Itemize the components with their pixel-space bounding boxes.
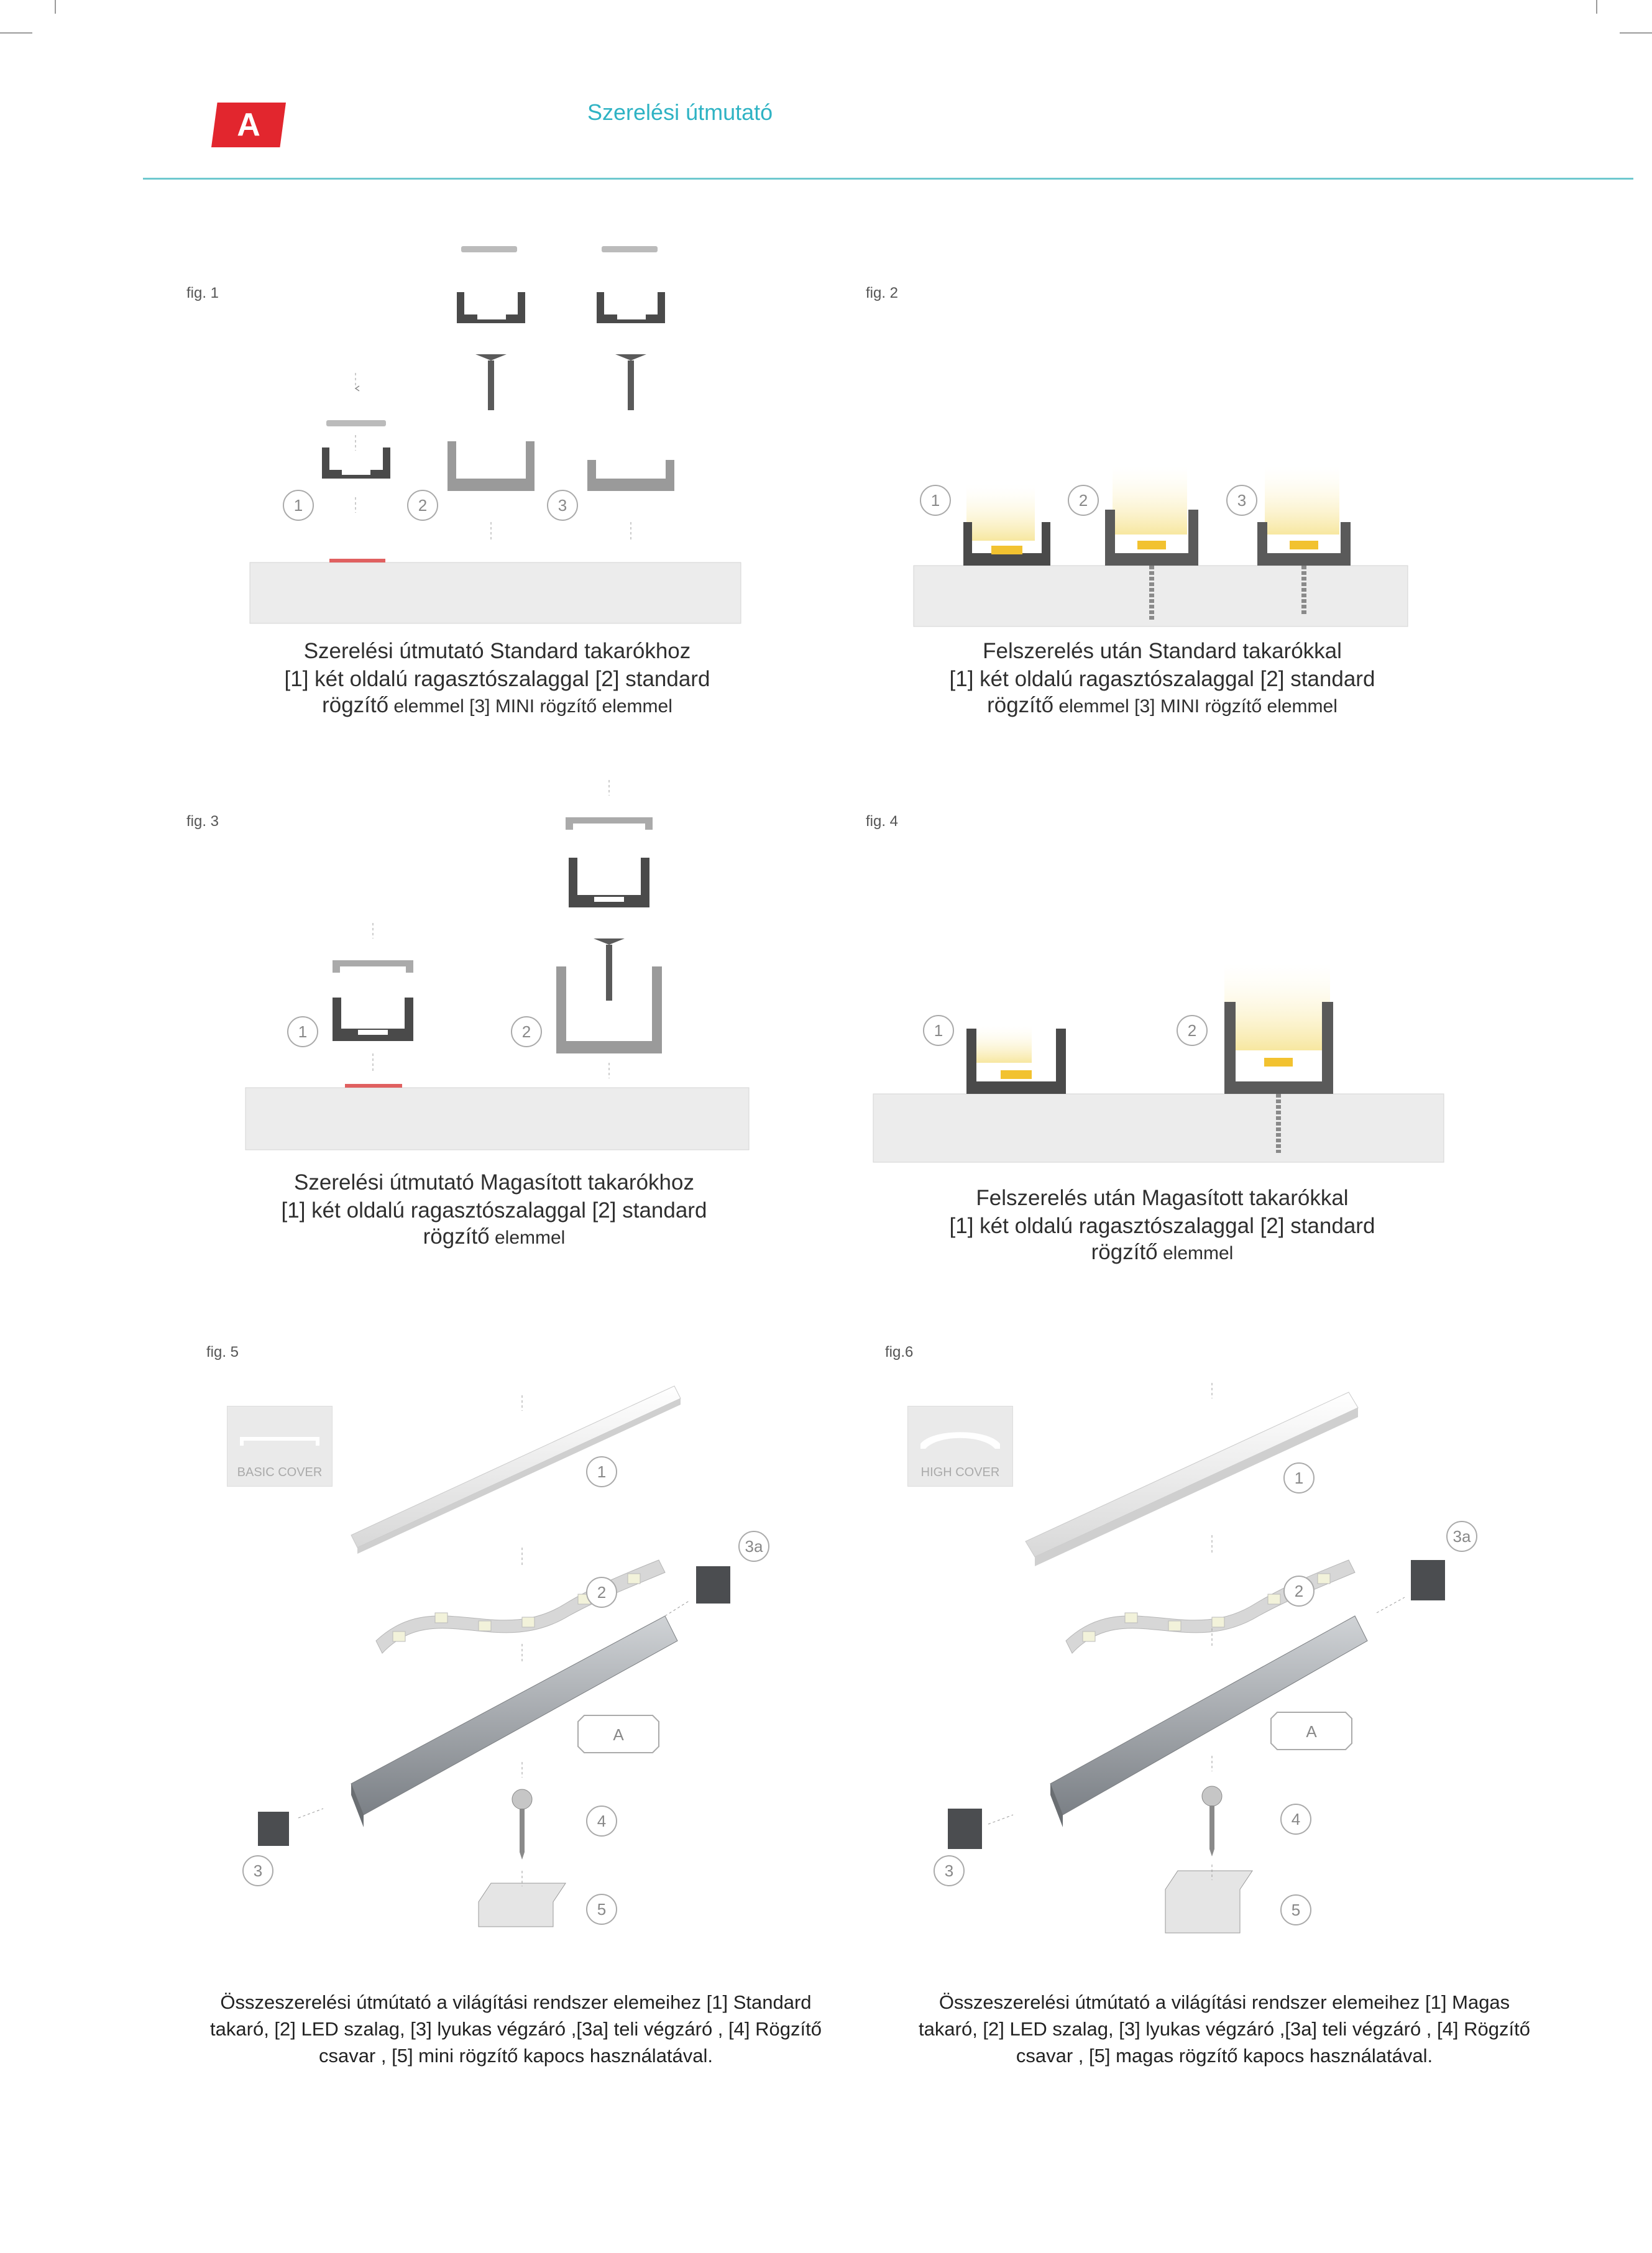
fig-1-caption: Szerelési útmutató Standard takarókhoz […	[284, 639, 710, 717]
cover-type-label: BASIC COVER	[237, 1466, 323, 1479]
fig-6-caption: Összeszerelési útmútató a világítási ren…	[919, 1991, 1530, 2067]
page-title: Szerelési útmutató	[587, 99, 773, 125]
fig-6-marker-2: 2	[1295, 1582, 1303, 1600]
fig-3-label: fig. 3	[186, 813, 219, 830]
fig-2-marker-1: 1	[931, 491, 940, 510]
crop-mark	[0, 32, 32, 34]
fig-5-marker-a: A	[613, 1725, 624, 1744]
fig-4-marker-2: 2	[1188, 1021, 1196, 1040]
fig-5-label: fig. 5	[206, 1344, 239, 1361]
fig-6-marker-3a: 3a	[1453, 1527, 1471, 1546]
fig-2-label: fig. 2	[866, 285, 899, 301]
fig-1-marker-1: 1	[294, 496, 303, 515]
fig-3-marker-1: 1	[298, 1022, 307, 1041]
header-divider	[143, 178, 1633, 180]
fig-1-marker-3: 3	[558, 496, 567, 515]
fig-6-marker-5: 5	[1292, 1901, 1300, 1919]
fig-6-marker-3: 3	[945, 1861, 953, 1880]
fig-5-marker-3: 3	[254, 1861, 262, 1880]
fig-3-marker-2: 2	[522, 1022, 531, 1041]
fig-5-caption: Összeszerelési útmútató a világítási ren…	[210, 1991, 822, 2067]
fig-5-marker-2: 2	[597, 1583, 606, 1602]
fig-5-exploded-illustration: 1 2 3a A 4 3 5	[242, 1385, 769, 1927]
fig-4-illustration: 1 2	[873, 963, 1444, 1163]
fig-6-label: fig.6	[885, 1344, 914, 1361]
fig-2-marker-2: 2	[1079, 491, 1088, 510]
cover-type-label: HIGH COVER	[920, 1466, 1000, 1479]
fig-1-illustration: 1 2 3	[249, 246, 741, 624]
fig-1-marker-2: 2	[418, 496, 427, 515]
crop-mark	[1596, 0, 1597, 14]
crop-mark	[1620, 32, 1652, 34]
fig-2-caption: Felszerelés után Standard takarókkal [1]…	[949, 639, 1375, 717]
cover-type-box: HIGH COVER	[907, 1406, 1013, 1487]
fig-3-caption: Szerelési útmutató Magasított takarókhoz…	[281, 1170, 707, 1249]
section-badge: A	[211, 103, 286, 147]
fig-2-marker-3: 3	[1237, 491, 1246, 510]
fig-5-marker-3a: 3a	[745, 1537, 763, 1556]
fig-5-marker-5: 5	[597, 1900, 606, 1919]
fig-4-caption: Felszerelés után Magasított takarókkal […	[949, 1186, 1375, 1264]
fig-6-marker-4: 4	[1292, 1810, 1300, 1829]
crop-mark	[55, 0, 56, 14]
high-cover-icon	[920, 1432, 1000, 1449]
fig-6-exploded-illustration: 1 2 3a A 4 3 5	[934, 1383, 1477, 1934]
fig-5-marker-4: 4	[597, 1812, 606, 1830]
fig-6-marker-1: 1	[1295, 1469, 1303, 1487]
fig-5-marker-1: 1	[597, 1462, 606, 1481]
fig-3-illustration: 1 2	[245, 780, 750, 1150]
cover-type-box: BASIC COVER	[227, 1406, 333, 1487]
fig-4-label: fig. 4	[866, 813, 899, 830]
fig-4-marker-1: 1	[934, 1021, 943, 1040]
basic-cover-icon	[240, 1437, 319, 1446]
fig-6-marker-a: A	[1306, 1722, 1317, 1741]
fig-2-illustration: 1 2 3	[913, 466, 1408, 627]
fig-1-label: fig. 1	[186, 285, 219, 301]
